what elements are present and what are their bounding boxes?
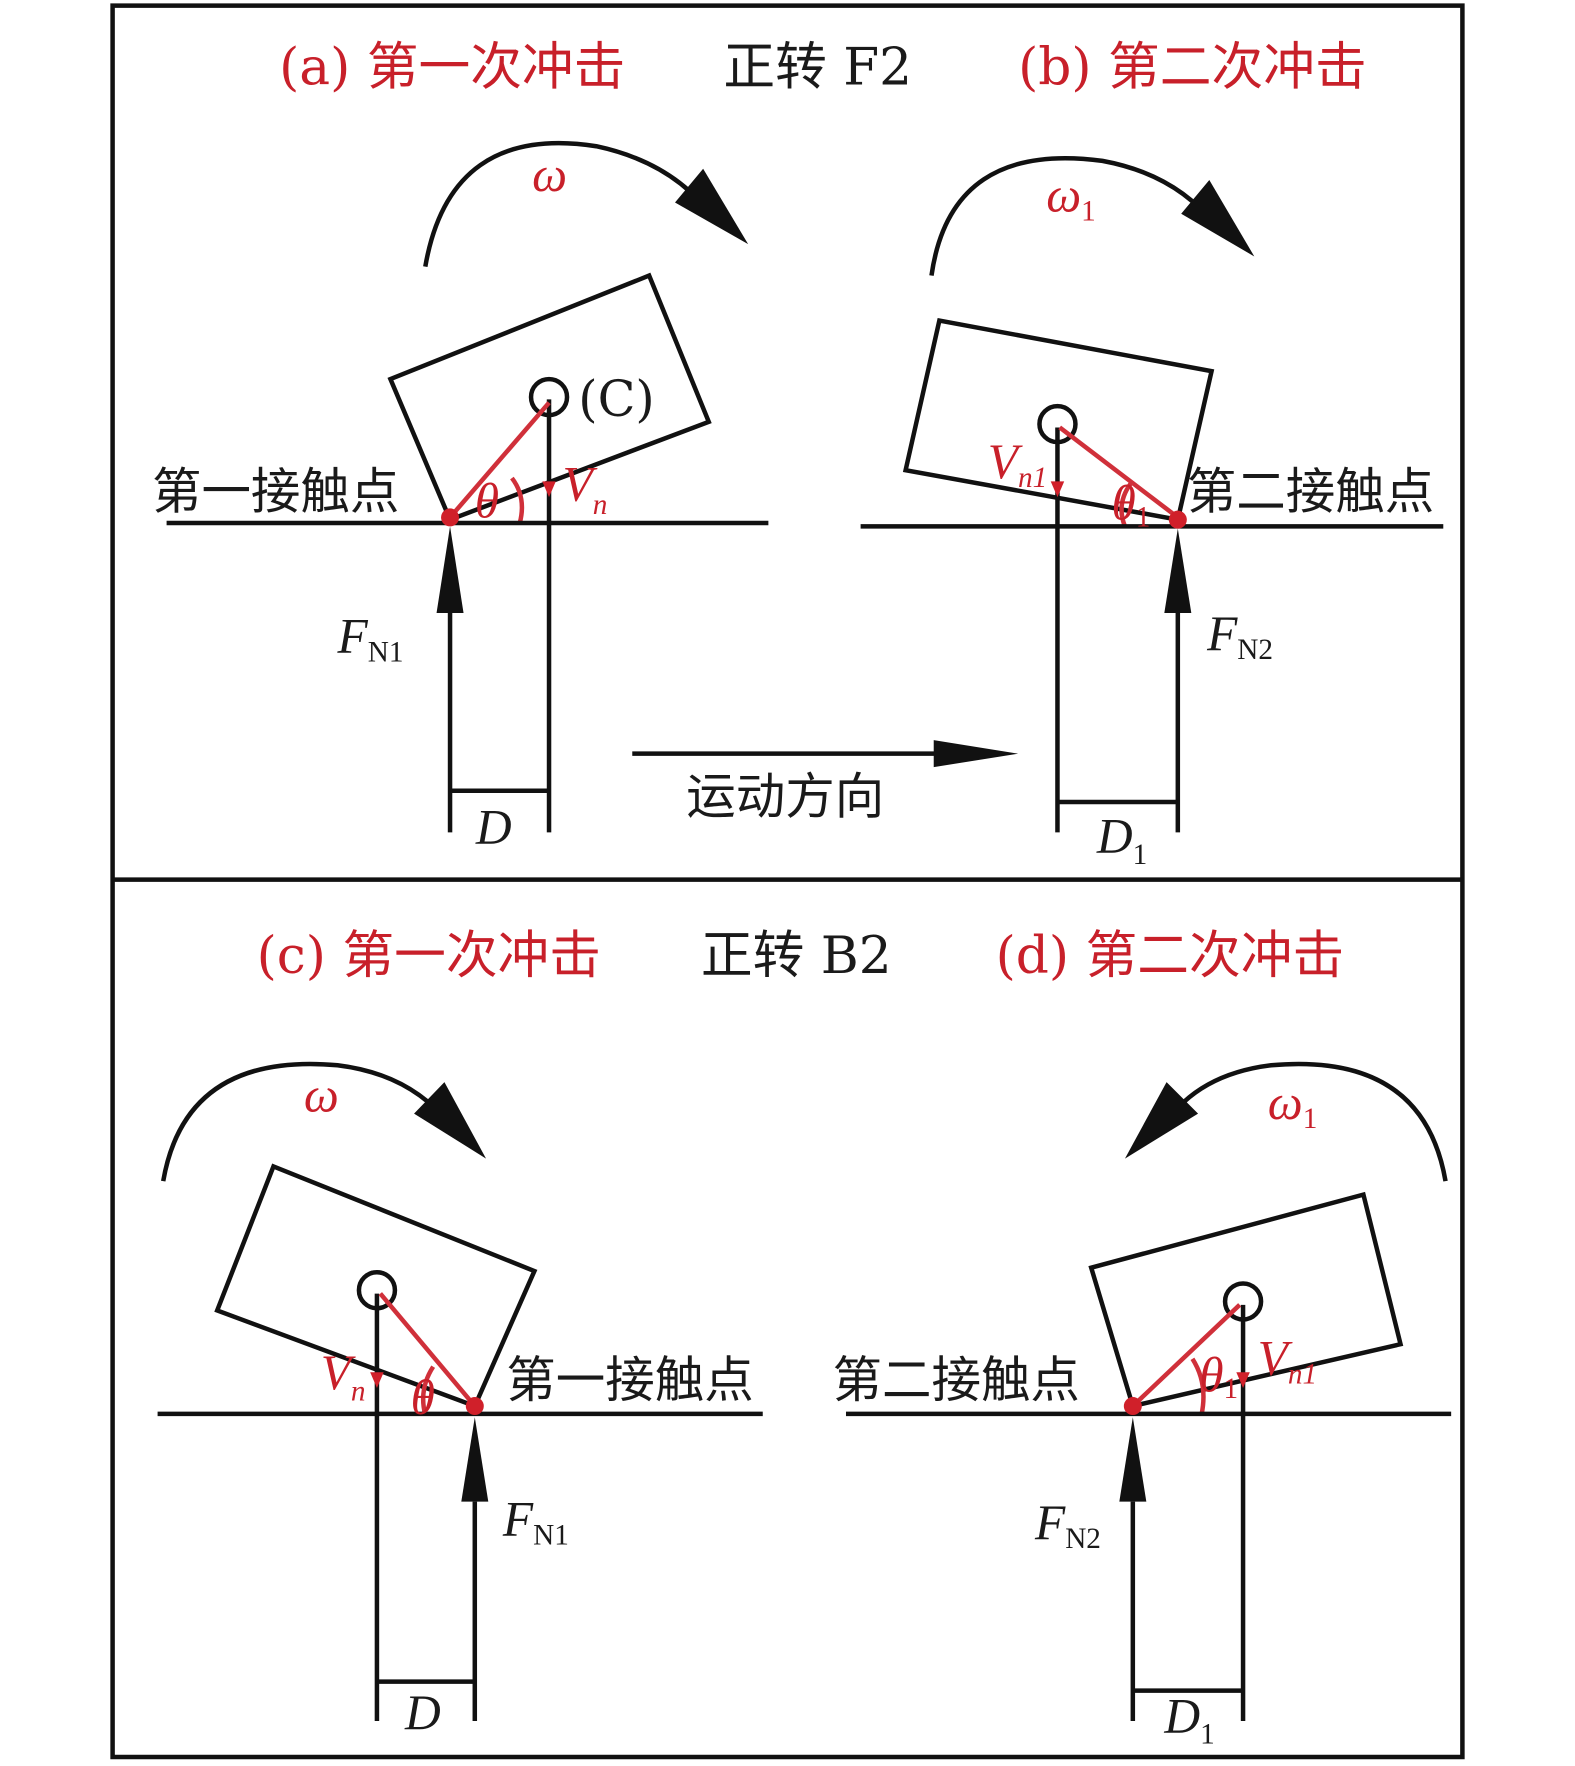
force-arrowhead-icon (1119, 1417, 1147, 1502)
motion-arrowhead-icon (933, 740, 1019, 768)
omega-label: ω (532, 147, 567, 202)
radius-line (1058, 425, 1180, 520)
omega1-label: ω1 (1046, 167, 1096, 227)
rotation-arc (423, 140, 717, 267)
rotation-arc (929, 155, 1217, 276)
theta-label: θ (475, 473, 499, 528)
vn1-label: Vn1 (1258, 1331, 1317, 1391)
vn-arrow-icon (542, 481, 556, 498)
fn1-label: FN1 (502, 1491, 569, 1551)
panel-top: (a) 第一次冲击 正转 F2 (b) 第二次冲击 ω (C) 第一接触点 θ … (152, 37, 1444, 871)
force-arrowhead-icon (461, 1417, 489, 1502)
fn1-label: FN1 (337, 608, 404, 668)
fn2-label: FN2 (1034, 1495, 1101, 1555)
d-label: D (404, 1685, 441, 1740)
motion-direction-label: 运动方向 (686, 767, 884, 825)
title-d: (d) 第二次冲击 (996, 926, 1345, 986)
vn1-arrow-icon (1236, 1372, 1250, 1389)
subfigure-a: ω (C) 第一接触点 θ Vn FN1 D (152, 140, 769, 855)
rotation-arrowhead-icon (1181, 179, 1255, 257)
vn-label: Vn (321, 1345, 366, 1407)
subfigure-c: ω 第一接触点 Vn θ FN1 D (157, 1061, 763, 1740)
rotation-arrowhead-icon (414, 1082, 487, 1159)
contact-label: 第一接触点 (152, 462, 399, 520)
theta-label: θ (411, 1370, 435, 1425)
panel-bottom: (c) 第一次冲击 正转 B2 (d) 第二次冲击 ω 第一接触点 Vn θ F… (157, 926, 1452, 1751)
title-b2: 正转 B2 (701, 926, 892, 986)
contact-point (1168, 510, 1187, 529)
contact-label: 第一接触点 (506, 1351, 753, 1409)
d1-label: D1 (1096, 809, 1147, 871)
radius-line (1131, 1303, 1242, 1408)
rotation-arrowhead-icon (1124, 1082, 1199, 1159)
contact-label: 第二接触点 (832, 1351, 1079, 1409)
title-a: (a) 第一次冲击 (279, 37, 625, 97)
vn1-label: Vn1 (988, 434, 1047, 494)
rotation-arrowhead-icon (675, 168, 749, 245)
subfigure-b: ω1 第二接触点 θ1 Vn1 FN2 D1 (860, 155, 1444, 871)
contact-point (1123, 1397, 1142, 1416)
vn-label: Vn (563, 457, 608, 521)
fn2-label: FN2 (1206, 606, 1273, 666)
block-rectangle (1088, 1191, 1404, 1409)
contact-point (465, 1397, 484, 1416)
center-label: (C) (578, 370, 654, 428)
vn-arrow-icon (370, 1372, 384, 1389)
d1-label: D1 (1163, 1688, 1214, 1750)
theta-arc (510, 476, 525, 524)
theta1-label: θ1 (1111, 476, 1150, 534)
force-arrowhead-icon (1164, 528, 1192, 614)
title-b: (b) 第二次冲击 (1018, 37, 1367, 97)
subfigure-d: ω1 第二接触点 θ1 Vn1 FN2 D1 (832, 1061, 1452, 1751)
block-rectangle (387, 272, 712, 523)
theta1-label: θ1 (1199, 1347, 1238, 1405)
title-f2: 正转 F2 (723, 37, 912, 97)
contact-point (441, 508, 460, 527)
theta1-arc (1190, 1357, 1206, 1416)
contact-label: 第二接触点 (1187, 462, 1434, 520)
theta-arc (420, 1365, 436, 1416)
d-label: D (475, 800, 512, 855)
omega1-label: ω1 (1268, 1075, 1318, 1135)
radius-line (378, 1292, 477, 1408)
radius-line (448, 401, 551, 519)
theta1-arc (1119, 482, 1133, 528)
force-arrowhead-icon (436, 526, 464, 614)
rotation-arc (160, 1061, 452, 1182)
vn1-arrow-icon (1050, 481, 1065, 498)
title-c: (c) 第一次冲击 (257, 926, 601, 986)
omega-label: ω (304, 1067, 339, 1122)
rotation-arc (1162, 1061, 1448, 1182)
